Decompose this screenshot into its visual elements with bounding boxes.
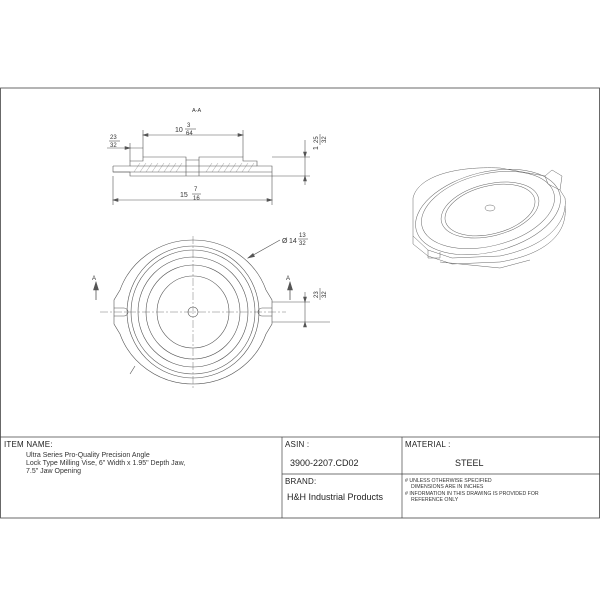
item-name-description: Ultra Series Pro-Quality Precision Angle… — [26, 452, 185, 477]
isometric-view — [412, 167, 566, 269]
item-name-line: 7.5" Jaw Opening — [26, 468, 82, 476]
dim-slot-width: 23 32 — [314, 288, 328, 300]
top-view — [93, 236, 330, 390]
dim-height: 1 25 32 — [313, 134, 328, 150]
brand-label: BRAND: — [285, 477, 317, 486]
note-line: REFERENCE ONLY — [411, 497, 459, 504]
material-label: MATERIAL : — [405, 440, 451, 449]
svg-text:14: 14 — [289, 238, 297, 245]
svg-text:13: 13 — [299, 233, 306, 239]
asin-label: ASIN : — [285, 440, 310, 449]
svg-text:32: 32 — [299, 241, 306, 247]
svg-text:15: 15 — [180, 192, 188, 199]
section-label: A-A — [192, 108, 202, 114]
title-block-frame — [0, 436, 600, 518]
asin-value: 3900-2207.CD02 — [290, 458, 359, 468]
svg-text:7: 7 — [194, 187, 198, 193]
dim-top-width: 10 3 64 — [175, 123, 196, 137]
svg-text:10: 10 — [175, 127, 183, 134]
item-name-label: ITEM NAME: — [4, 440, 53, 449]
material-value: STEEL — [455, 458, 484, 468]
svg-text:32: 32 — [322, 136, 328, 143]
note-line: # UNLESS OTHERWISE SPECIFIED — [405, 478, 492, 484]
item-name-line: Ultra Series Pro-Quality Precision Angle — [26, 452, 150, 459]
brand-value: H&H Industrial Products — [287, 492, 384, 502]
svg-text:23: 23 — [314, 291, 320, 298]
dim-diameter: Ø 14 13 32 — [282, 233, 308, 247]
dim-left-offset: 23 32 — [109, 135, 120, 149]
section-view: A-A — [107, 108, 310, 205]
note-line: DIMENSIONS ARE IN INCHES — [411, 484, 484, 491]
dim-overall-width: 15 7 16 — [180, 187, 201, 202]
section-marker-right: A — [286, 276, 290, 282]
svg-text:32: 32 — [110, 143, 117, 149]
drawing-notes: # UNLESS OTHERWISE SPECIFIED DIMENSIONS … — [405, 478, 539, 504]
note-line: # INFORMATION IN THIS DRAWING IS PROVIDE… — [405, 490, 539, 497]
svg-text:16: 16 — [193, 196, 200, 202]
svg-text:32: 32 — [322, 291, 328, 298]
svg-text:25: 25 — [314, 136, 320, 143]
svg-text:23: 23 — [110, 135, 117, 141]
svg-text:3: 3 — [187, 123, 191, 129]
svg-text:1: 1 — [313, 146, 320, 150]
item-name-line: Lock Type Milling Vise, 6" Width x 1.95"… — [26, 460, 186, 468]
svg-text:Ø: Ø — [282, 238, 288, 245]
svg-text:64: 64 — [186, 131, 193, 137]
section-marker-left: A — [92, 276, 96, 282]
